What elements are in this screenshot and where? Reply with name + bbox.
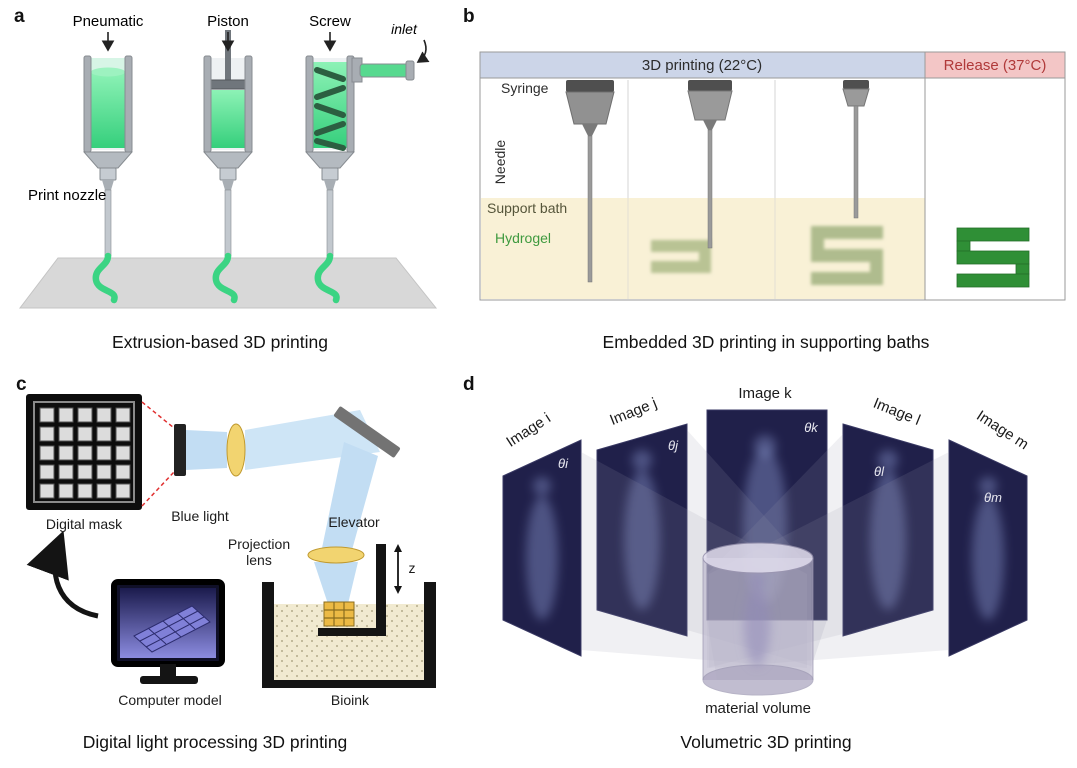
build-platform xyxy=(18,257,438,309)
digital-mask xyxy=(26,394,142,510)
inlet-arrow xyxy=(416,39,430,63)
computer-monitor xyxy=(111,579,225,684)
mask-ray-top xyxy=(141,401,175,429)
panel-d-caption: Volumetric 3D printing xyxy=(680,732,852,752)
screw-syringe xyxy=(304,55,415,257)
inlet-label: inlet xyxy=(391,21,418,37)
panel-b-tag: b xyxy=(463,6,475,27)
print-nozzle-label: Print nozzle xyxy=(28,187,106,204)
image-m-label: Image m xyxy=(973,407,1031,453)
light-modulator xyxy=(174,424,186,476)
digital-mask-label: Digital mask xyxy=(45,516,123,532)
piston-needle xyxy=(224,189,232,257)
screw-needle xyxy=(326,189,334,257)
z-axis-arrow xyxy=(394,544,402,594)
computer-model-label: Computer model xyxy=(118,692,222,708)
needle-label: Needle xyxy=(492,140,508,185)
release-header-bg xyxy=(925,52,1065,78)
bioink-label: Bioink xyxy=(330,692,370,708)
printed-shape-partial xyxy=(651,240,711,273)
piston-rod xyxy=(225,30,231,82)
image-k-label: Image k xyxy=(738,385,792,402)
piston-syringe xyxy=(202,30,254,257)
panel-d-tag: d xyxy=(463,374,475,395)
printed-cube xyxy=(323,601,355,627)
piston-plunger xyxy=(208,79,248,90)
image-j-label: Image j xyxy=(607,395,659,429)
panel-c-tag: c xyxy=(16,374,27,395)
blue-light-beams xyxy=(186,410,380,604)
plane-l: θl xyxy=(842,423,934,637)
hydrogel-label: Hydrogel xyxy=(495,230,551,246)
support-bath-label: Support bath xyxy=(487,200,567,216)
filament-2 xyxy=(212,252,238,304)
elevator-platform xyxy=(318,628,386,636)
embedded-syringe-1 xyxy=(565,80,615,283)
theta-i-label: θi xyxy=(558,456,569,471)
released-construct xyxy=(956,227,1030,288)
material-volume-label: material volume xyxy=(705,700,811,717)
panel-a-extrusion: a xyxy=(0,0,455,368)
panel-c-dlp: c xyxy=(0,368,455,768)
panel-a-caption: Extrusion-based 3D printing xyxy=(112,332,328,352)
material-volume-cylinder xyxy=(702,542,814,696)
printing-header-bg xyxy=(480,52,925,78)
bath-overlay xyxy=(481,198,925,299)
panel-d-volumetric: d θi θj θk xyxy=(455,368,1077,768)
syringe-label: Syringe xyxy=(501,80,549,96)
mask-ray-bottom xyxy=(141,471,175,507)
printed-shape-full xyxy=(811,226,883,285)
release-header-label: Release (37°C) xyxy=(944,57,1047,74)
condenser-lens xyxy=(226,423,246,477)
panel-b-caption: Embedded 3D printing in supporting baths xyxy=(602,332,930,352)
panel-c-caption: Digital light processing 3D printing xyxy=(82,732,348,752)
inlet-tube xyxy=(359,63,413,78)
pneumatic-syringe xyxy=(82,55,134,257)
theta-l-label: θl xyxy=(874,464,885,479)
z-axis-label: z xyxy=(408,560,416,576)
printing-header-label: 3D printing (22°C) xyxy=(642,57,762,74)
screw-auger xyxy=(314,67,346,151)
screw-label: Screw xyxy=(309,13,351,30)
panel-d-illustration: θi θj θk θl xyxy=(502,385,1032,696)
elevator-rod xyxy=(376,544,386,636)
plane-j: θj xyxy=(596,423,688,637)
panel-a-tag: a xyxy=(14,6,25,27)
panel-b-embedded: b xyxy=(455,0,1077,368)
model-to-mask-arrow xyxy=(26,530,99,619)
theta-m-label: θm xyxy=(984,490,1002,505)
embedded-syringe-2 xyxy=(687,80,733,249)
piston-label: Piston xyxy=(207,13,249,30)
projection-lens-label: Projection lens xyxy=(227,536,291,569)
plane-m: θm xyxy=(948,439,1028,657)
elevator-label: Elevator xyxy=(328,514,380,530)
theta-j-label: θj xyxy=(668,438,679,453)
theta-k-label: θk xyxy=(804,420,819,435)
filament-1 xyxy=(92,252,118,304)
embedded-syringe-3 xyxy=(842,80,870,219)
mirror xyxy=(334,406,400,458)
image-i-label: Image i xyxy=(503,410,554,451)
panel-a-illustration: Pneumatic Piston Screw inlet Print nozzl… xyxy=(18,13,438,309)
projection-lens xyxy=(307,546,365,564)
plane-i: θi xyxy=(502,439,582,657)
blue-light-label: Blue light xyxy=(171,508,229,524)
filament-3 xyxy=(314,252,340,304)
panel-c-illustration xyxy=(26,394,436,688)
panel-b-illustration: 3D printing (22°C) Release (37°C) Syring… xyxy=(479,51,1066,301)
pneumatic-label: Pneumatic xyxy=(73,13,144,30)
panel-b-frame xyxy=(479,51,1066,301)
image-l-label: Image l xyxy=(871,395,923,429)
